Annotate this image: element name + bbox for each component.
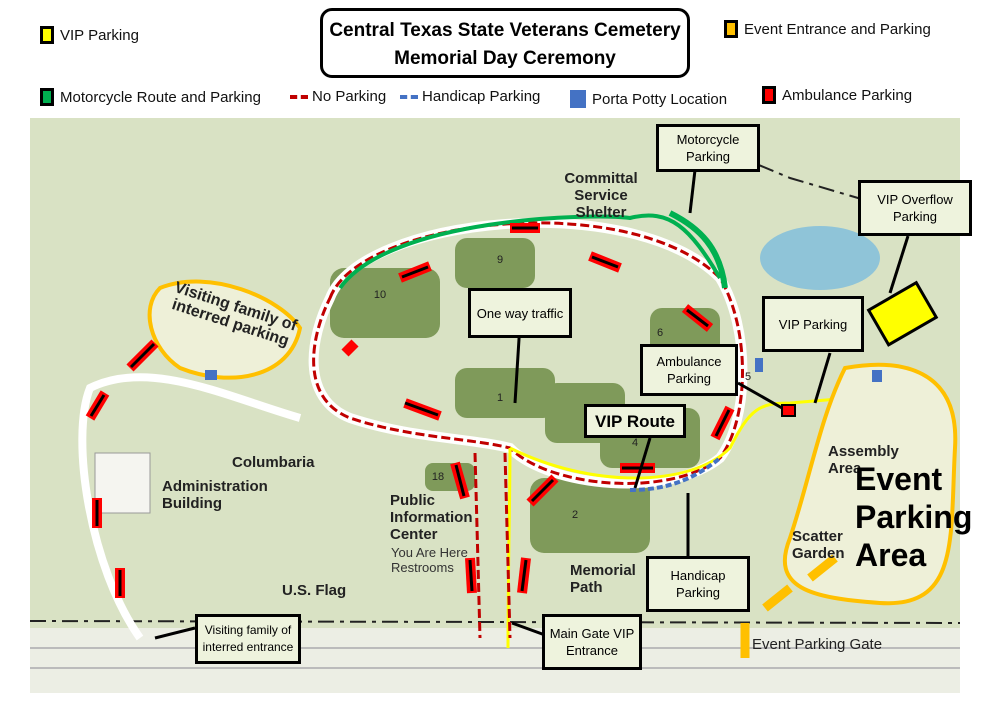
- legend-label: VIP Parking: [60, 26, 139, 44]
- pond: [760, 226, 880, 290]
- legend-vip-parking: VIP Parking: [40, 26, 139, 44]
- label-memorial-path: Memorial Path: [570, 562, 636, 596]
- legend-swatch: [40, 26, 54, 44]
- callout-ambulance-parking: Ambulance Parking: [640, 344, 738, 396]
- label-us-flag: U.S. Flag: [282, 582, 347, 599]
- legend-dash: [290, 94, 308, 99]
- west-road: [78, 373, 302, 641]
- callout-visiting-entrance: Visiting family of interred entrance: [195, 614, 301, 664]
- legend-label: Ambulance Parking: [782, 86, 913, 104]
- label-committal-shelter: Committal Service Shelter: [564, 170, 638, 221]
- legend-no-parking: No Parking: [290, 88, 386, 105]
- legend-motorcycle: Motorcycle Route and Parking: [40, 88, 261, 106]
- callout-vip-route: VIP Route: [584, 404, 686, 438]
- legend-swatch: [570, 90, 586, 108]
- callout-event-parking-gate: Event Parking Gate: [752, 636, 883, 653]
- legend-label: No Parking: [312, 88, 387, 105]
- label-you-are-here: You Are Here: [391, 545, 468, 560]
- legend-label: Porta Potty Location: [592, 90, 728, 108]
- direction-arrows: [85, 223, 735, 598]
- section-5: 5: [745, 371, 751, 383]
- title-line-2: Memorial Day Ceremony: [394, 48, 616, 69]
- callout-main-gate: Main Gate VIP Entrance: [542, 614, 642, 670]
- callout-vip-parking: VIP Parking: [762, 296, 864, 352]
- motorcycle-parking: [668, 210, 728, 289]
- ambulance-spot: [781, 404, 796, 417]
- legend-porta-potty: Porta Potty Location: [570, 90, 727, 108]
- legend-swatch: [724, 20, 738, 38]
- section-1: 1: [497, 392, 503, 404]
- label-scatter-garden: Scatter Garden: [792, 528, 845, 562]
- entrance-no-parking: [473, 452, 512, 639]
- legend-event-entrance: Event Entrance and Parking: [724, 20, 931, 38]
- map-title: Central Texas State Veterans Cemetery Me…: [320, 8, 690, 78]
- section-10: 10: [374, 289, 386, 301]
- visiting-family-parking-area: [147, 279, 303, 380]
- section-18: 18: [432, 471, 444, 483]
- property-line: [30, 620, 960, 624]
- label-public-info-center: Public Information Center: [390, 492, 473, 543]
- section-numbers: 9 10 1 2 4 5 6 18: [374, 254, 751, 521]
- handicap-route: [629, 456, 722, 492]
- callout-motorcycle-parking: Motorcycle Parking: [656, 124, 760, 172]
- porta-potties: [205, 358, 882, 382]
- callout-one-way-traffic: One way traffic: [468, 288, 572, 338]
- label-admin-building: Administration Building: [162, 478, 268, 512]
- legend-label: Handicap Parking: [422, 88, 541, 105]
- highway: [30, 628, 960, 693]
- legend-label: Event Entrance and Parking: [744, 20, 931, 38]
- event-gate-arrows: [740, 554, 838, 658]
- cemetery-map: 9 10 1 2 4 5 6 18: [30, 118, 960, 693]
- label-restrooms: Restrooms: [391, 560, 454, 575]
- admin-building: [94, 452, 151, 514]
- callout-handicap-parking: Handicap Parking: [646, 556, 750, 612]
- motorcycle-route: [338, 213, 722, 290]
- legend-handicap: Handicap Parking: [400, 88, 540, 105]
- legend-swatch: [762, 86, 776, 104]
- section-9: 9: [497, 254, 503, 266]
- vip-route: [506, 447, 512, 649]
- event-parking-area: [782, 362, 958, 606]
- callout-vip-overflow: VIP Overflow Parking: [858, 180, 972, 236]
- no-parking-route: [312, 221, 744, 485]
- legend-dash: [400, 94, 418, 99]
- section-6: 6: [657, 327, 663, 339]
- section-4: 4: [632, 437, 638, 449]
- callout-pointers: [154, 169, 910, 640]
- label-event-parking-area: Event Parking Area: [855, 461, 973, 573]
- legend-label: Motorcycle Route and Parking: [60, 88, 261, 106]
- section-2: 2: [572, 509, 578, 521]
- legend-ambulance: Ambulance Parking: [762, 86, 912, 104]
- legend-swatch: [40, 88, 54, 106]
- label-columbaria: Columbaria: [232, 454, 315, 471]
- title-line-1: Central Texas State Veterans Cemetery: [329, 20, 681, 41]
- vip-overflow-lot: [866, 280, 939, 347]
- label-assembly-area: Assembly Area: [828, 443, 899, 477]
